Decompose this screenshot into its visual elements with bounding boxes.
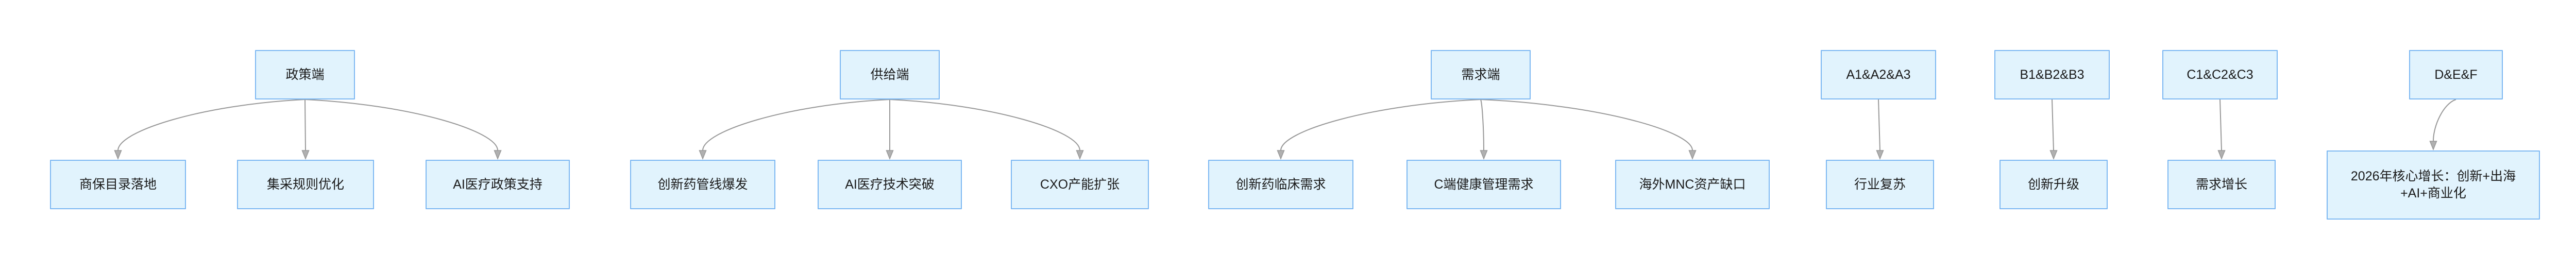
edge-n-demand-to-n-demand-c1	[1280, 99, 1481, 151]
arrowhead-icon	[2049, 150, 2058, 160]
edge-n-policy-to-n-policy-c3	[304, 99, 498, 151]
node-label: 商保目录落地	[79, 177, 157, 192]
edge-n-demand-to-n-demand-c3	[1480, 99, 1693, 151]
edge-n-supply-to-n-supply-c3	[889, 99, 1080, 151]
edge-n-c-group-to-n-demand-growth	[2219, 99, 2222, 151]
arrowhead-icon	[494, 150, 502, 160]
arrowhead-icon	[2429, 141, 2437, 150]
edge-n-policy-to-n-policy-c2	[304, 99, 306, 151]
arrowhead-icon	[1277, 150, 1285, 160]
arrowhead-icon	[301, 150, 310, 160]
node-n-demand-c3[interactable]: 海外MNC资产缺口	[1615, 160, 1770, 209]
node-n-demand-growth[interactable]: 需求增长	[2167, 160, 2276, 209]
node-label: 行业复苏	[1854, 177, 1906, 192]
node-n-innovation[interactable]: 创新升级	[1999, 160, 2108, 209]
edge-n-policy-to-n-policy-c1	[117, 99, 306, 151]
edge-n-demand-to-n-demand-c2	[1480, 99, 1484, 151]
node-label: 创新升级	[2027, 177, 2079, 192]
node-label: CXO产能扩张	[1040, 177, 1120, 192]
node-n-supply[interactable]: 供给端	[840, 50, 940, 99]
node-n-recovery[interactable]: 行业复苏	[1826, 160, 1934, 209]
node-label: 创新药管线爆发	[657, 177, 748, 192]
node-label: D&E&F	[2434, 67, 2478, 82]
edge-n-b-group-to-n-innovation	[2052, 99, 2054, 151]
node-label: A1&A2&A3	[1846, 67, 1911, 82]
node-label: 需求增长	[2195, 177, 2247, 192]
node-n-demand-c1[interactable]: 创新药临床需求	[1208, 160, 1353, 209]
node-label: 需求端	[1461, 67, 1500, 82]
node-label: 集采规则优化	[266, 177, 344, 192]
node-label: C1&C2&C3	[2187, 67, 2253, 82]
node-n-a-group[interactable]: A1&A2&A3	[1821, 50, 1936, 99]
node-label: AI医疗技术突破	[845, 177, 935, 192]
node-label: 政策端	[285, 67, 325, 82]
node-n-def-group[interactable]: D&E&F	[2409, 50, 2503, 99]
arrowhead-icon	[114, 150, 122, 160]
node-n-supply-c3[interactable]: CXO产能扩张	[1011, 160, 1149, 209]
node-n-demand-c2[interactable]: C端健康管理需求	[1406, 160, 1561, 209]
node-n-demand[interactable]: 需求端	[1431, 50, 1531, 99]
arrowhead-icon	[2217, 150, 2226, 160]
node-n-policy[interactable]: 政策端	[255, 50, 355, 99]
node-label: B1&B2&B3	[2020, 67, 2084, 82]
node-label: 供给端	[870, 67, 909, 82]
arrowhead-icon	[1876, 150, 1884, 160]
node-n-policy-c1[interactable]: 商保目录落地	[50, 160, 186, 209]
node-n-policy-c2[interactable]: 集采规则优化	[237, 160, 374, 209]
edge-n-def-group-to-n-core-growth	[2433, 99, 2456, 142]
node-label: AI医疗政策支持	[453, 177, 543, 192]
node-label: 创新药临床需求	[1235, 177, 1326, 192]
arrowhead-icon	[1688, 150, 1697, 160]
node-n-c-group[interactable]: C1&C2&C3	[2162, 50, 2278, 99]
node-label: 2026年核心增长：创新+出海+AI+商业化	[2350, 169, 2516, 200]
arrowhead-icon	[1480, 150, 1488, 160]
edge-n-a-group-to-n-recovery	[1878, 99, 1880, 151]
node-n-supply-c2[interactable]: AI医疗技术突破	[818, 160, 962, 209]
node-n-core-growth[interactable]: 2026年核心增长：创新+出海+AI+商业化	[2327, 150, 2540, 220]
arrowhead-icon	[699, 150, 707, 160]
arrowhead-icon	[886, 150, 894, 160]
node-n-b-group[interactable]: B1&B2&B3	[1994, 50, 2110, 99]
arrowhead-icon	[1076, 150, 1084, 160]
node-label: C端健康管理需求	[1434, 177, 1534, 192]
node-label: 海外MNC资产缺口	[1639, 177, 1746, 192]
node-n-supply-c1[interactable]: 创新药管线爆发	[630, 160, 775, 209]
edge-n-supply-to-n-supply-c1	[702, 99, 890, 151]
node-n-policy-c3[interactable]: AI医疗政策支持	[426, 160, 570, 209]
